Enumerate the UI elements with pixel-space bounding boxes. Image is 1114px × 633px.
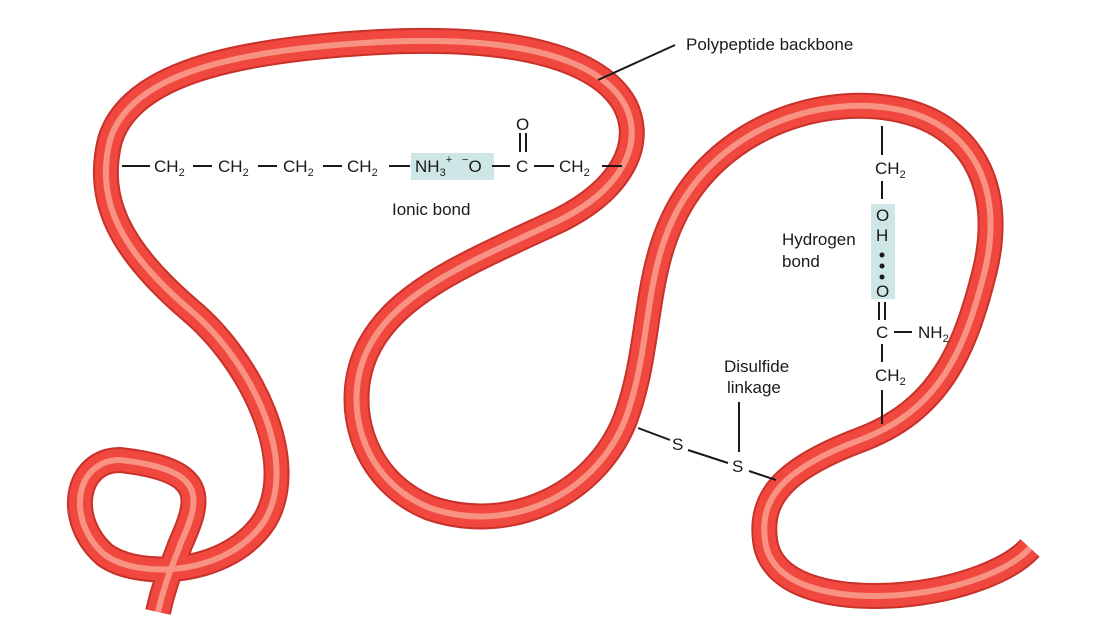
disulfide-linkage: S S: [637, 402, 777, 481]
disulfide-label-line2: linkage: [727, 378, 781, 397]
ch2-group-top: CH2: [875, 159, 906, 181]
backbone-label: Polypeptide backbone: [686, 35, 853, 54]
nh3-plus-group: NH3+: [415, 154, 452, 179]
nh2-group: NH2: [918, 323, 949, 345]
carbonyl-carbon: C: [516, 157, 528, 176]
disulfide-label-line1: Disulfide: [724, 357, 789, 376]
bond-line: [748, 470, 777, 481]
ch2-group-5: CH2: [559, 157, 590, 179]
hbond-dot: [879, 252, 885, 258]
hydroxyl-oxygen: O: [876, 206, 889, 225]
ch2-group-2: CH2: [218, 157, 249, 179]
ch2-group-1: CH2: [154, 157, 185, 179]
ionic-bond-label: Ionic bond: [392, 200, 470, 219]
bond-line: [637, 427, 671, 441]
ch2-group-3: CH2: [283, 157, 314, 179]
sulfur-atom-1: S: [672, 435, 683, 454]
ionic-bond-highlight: [411, 153, 494, 180]
hydrogen-atom: H: [876, 226, 888, 245]
disulfide-bond-line: [687, 449, 729, 464]
hbond-dot: [879, 263, 885, 269]
ch2-group-bottom: CH2: [875, 366, 906, 388]
sulfur-atom-2: S: [732, 457, 743, 476]
hydrogen-bond-label-line2: bond: [782, 252, 820, 271]
carboxylate-o-minus: −O: [462, 154, 482, 176]
hydrogen-bond-label-line1: Hydrogen: [782, 230, 856, 249]
hbond-dot: [879, 274, 885, 280]
carbonyl-oxygen-hbond: O: [876, 282, 889, 301]
backbone-leader-line: [597, 44, 676, 81]
ionic-bond-chain: CH2 CH2 CH2 CH2 NH3+ −O C O CH2: [122, 115, 622, 180]
carbonyl-oxygen: O: [516, 115, 529, 134]
amide-carbon: C: [876, 323, 888, 342]
hydrogen-bond-chain: CH2 O H O C NH2 CH2: [871, 126, 949, 424]
ch2-group-4: CH2: [347, 157, 378, 179]
hydrogen-bond-highlight: [871, 204, 895, 299]
